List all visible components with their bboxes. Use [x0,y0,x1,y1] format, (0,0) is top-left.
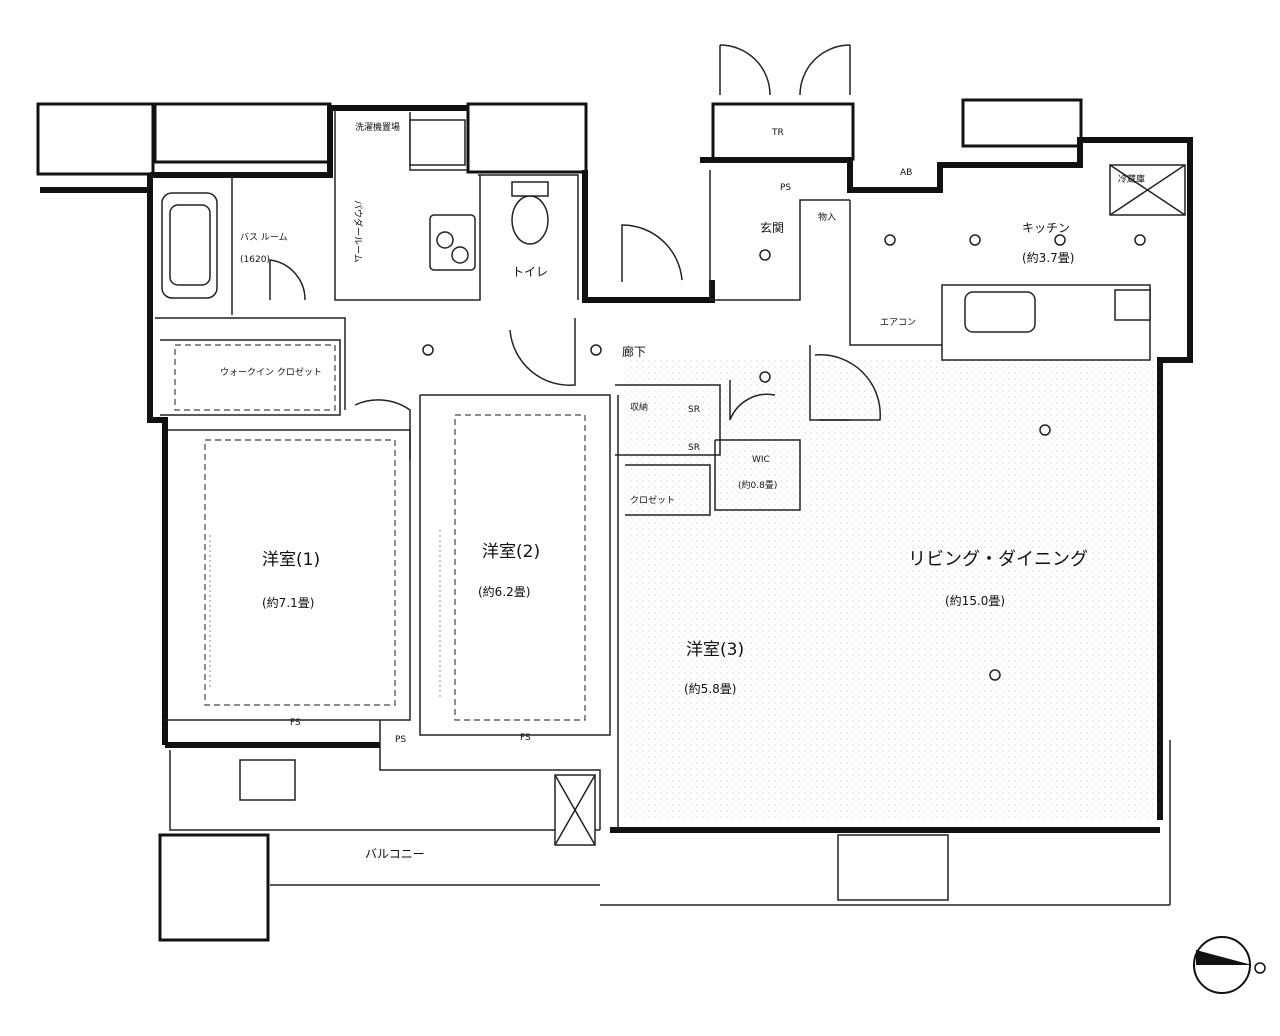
western3-name: 洋室(3) [686,640,744,660]
fixtures [161,119,1186,846]
walkin-name: ウォークイン クロゼット [220,366,322,378]
exterior-wall [147,105,1193,833]
dashed-guides [174,344,586,721]
toilet-name: トイレ [512,265,548,279]
storage-label: 収納 [630,401,648,413]
fs-label-2: FS [290,718,301,728]
stove-icon [1114,289,1151,321]
western3-size: (約5.8畳) [684,681,736,696]
fs-label-1: FS [520,733,531,743]
balcony-railing [270,740,1171,906]
aircon-label: エアコン [880,318,916,328]
wic2-size: (約0.8畳) [738,479,777,491]
western1-name: 洋室(1) [262,550,320,570]
western2-name: 洋室(2) [482,542,540,562]
powder-name: パウダールーム [352,200,364,263]
bath-name: バス ルーム [240,232,288,243]
washer-label: 洗濯機置場 [355,121,400,133]
living-size: (約15.0畳) [945,593,1005,608]
tr-label: TR [771,128,784,138]
kitchen-size: (約3.7畳) [1022,250,1074,265]
ps-label-1: PS [780,183,791,193]
sink-icon [964,291,1036,333]
doors [269,44,881,460]
western2-size: (約6.2畳) [478,584,530,599]
living-name: リビング・ダイニング [908,549,1088,570]
sr-label-2: SR [688,443,700,453]
ps-label-2: PS [395,735,406,745]
balcony-name: バルコニー [365,847,425,861]
entrance-name: 玄関 [760,220,784,235]
toilet-icon [511,195,549,245]
light-fixtures [422,234,1146,681]
exterior-structure [36,98,1083,942]
corridor-name: 廊下 [622,344,646,359]
wic2-name: WIC [752,455,770,465]
western1-size: (約7.1畳) [262,595,314,610]
living-floor-texture [625,360,1155,820]
washer-icon [409,119,466,166]
north-compass-icon [1193,936,1266,994]
fridge-label: 冷蔵庫 [1118,173,1145,185]
kitchen-name: キッチン [1022,221,1070,235]
bath-size: (1620) [240,255,270,265]
closet-name: クロゼット [630,494,675,506]
sr-label-1: SR [688,405,700,415]
ab-label: AB [900,168,912,178]
shoebox-label: 物入 [818,211,836,223]
